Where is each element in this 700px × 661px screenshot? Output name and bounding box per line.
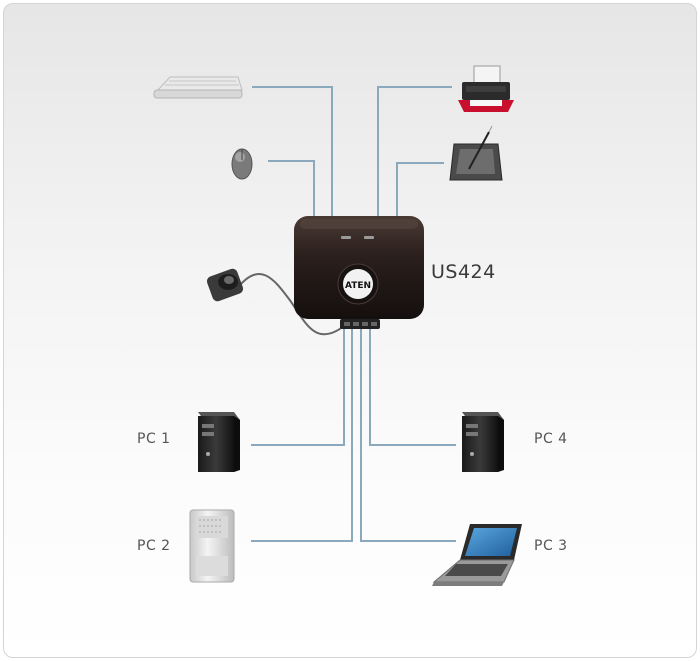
printer-icon: [458, 65, 514, 112]
usb-ports: [340, 319, 380, 329]
pc2-cable: [251, 329, 353, 542]
tablet-cable: [396, 162, 444, 218]
remote-button-icon: [206, 268, 244, 302]
tablet-icon: [449, 125, 503, 181]
keyboard-cable: [252, 86, 333, 218]
led-indicator: [364, 236, 374, 239]
brand-logo: ATEN: [345, 281, 371, 291]
mouse-cable: [268, 160, 315, 218]
model-label: US424: [431, 261, 496, 283]
cables: [251, 86, 456, 542]
pc3-laptop-icon: [432, 524, 522, 586]
pc1-tower-icon: [198, 412, 240, 472]
pc4-label: PC 4: [534, 431, 568, 447]
led-indicator: [341, 236, 351, 239]
pc3-label: PC 3: [534, 538, 568, 554]
connection-diagram: ATEN: [153, 65, 522, 586]
us424-device: ATEN: [294, 216, 424, 329]
pc1-label: PC 1: [137, 431, 171, 447]
pc2-tower-icon: [189, 509, 235, 583]
pc4-cable: [369, 329, 456, 446]
remote-cable: [235, 273, 345, 336]
port-select-button: [343, 269, 373, 299]
printer-cable: [377, 86, 452, 218]
pc4-tower-icon: [462, 412, 504, 472]
pc1-cable: [251, 329, 345, 446]
pc3-cable: [360, 329, 456, 542]
mouse-icon: [231, 148, 253, 180]
diagram-frame: ATEN: [3, 3, 697, 658]
pc2-label: PC 2: [137, 538, 171, 554]
keyboard-icon: [153, 76, 243, 99]
